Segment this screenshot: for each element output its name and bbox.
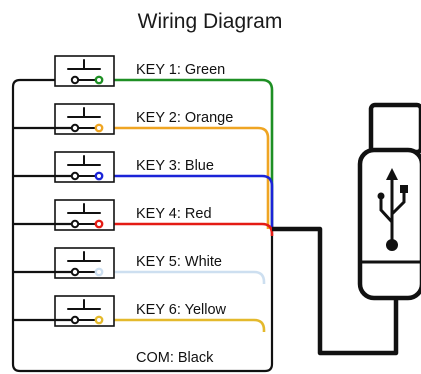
wire-key-5 bbox=[99, 270, 266, 284]
key-label-4: KEY 4: Red bbox=[136, 206, 212, 222]
diagram-title: Wiring Diagram bbox=[138, 10, 283, 33]
push-button-switch-icon bbox=[67, 299, 104, 325]
wire-key-1 bbox=[99, 78, 274, 229]
wire-key-6 bbox=[99, 318, 266, 332]
key-row-3: KEY 3: Blue bbox=[13, 151, 274, 229]
key-row-4: KEY 4: Red bbox=[13, 199, 274, 236]
usb-symbol-icon bbox=[377, 168, 408, 251]
wire-key-4 bbox=[99, 222, 274, 236]
key-label-6: KEY 6: Yellow bbox=[136, 302, 227, 318]
push-button-switch-icon bbox=[67, 203, 104, 229]
push-button-switch-icon bbox=[67, 155, 104, 181]
wire-key-2 bbox=[99, 126, 270, 229]
key-label-2: KEY 2: Orange bbox=[136, 110, 233, 126]
key-row-6: KEY 6: Yellow bbox=[13, 295, 266, 332]
key-label-1: KEY 1: Green bbox=[136, 62, 225, 78]
key-row-2: KEY 2: Orange bbox=[13, 103, 270, 229]
push-button-switch-icon bbox=[67, 59, 104, 85]
common-wire-frame bbox=[11, 78, 274, 373]
key-row-5: KEY 5: White bbox=[13, 247, 266, 284]
key-label-5: KEY 5: White bbox=[136, 254, 222, 270]
key-row-1: KEY 1: Green bbox=[54, 55, 274, 229]
wire-key-3 bbox=[99, 174, 274, 229]
push-button-switch-icon bbox=[67, 107, 104, 133]
key-label-3: KEY 3: Blue bbox=[136, 158, 214, 174]
usb-flash-drive-icon bbox=[357, 102, 421, 301]
push-button-switch-icon bbox=[67, 251, 104, 277]
usb-cable bbox=[272, 226, 399, 356]
common-label: COM: Black bbox=[136, 350, 214, 366]
